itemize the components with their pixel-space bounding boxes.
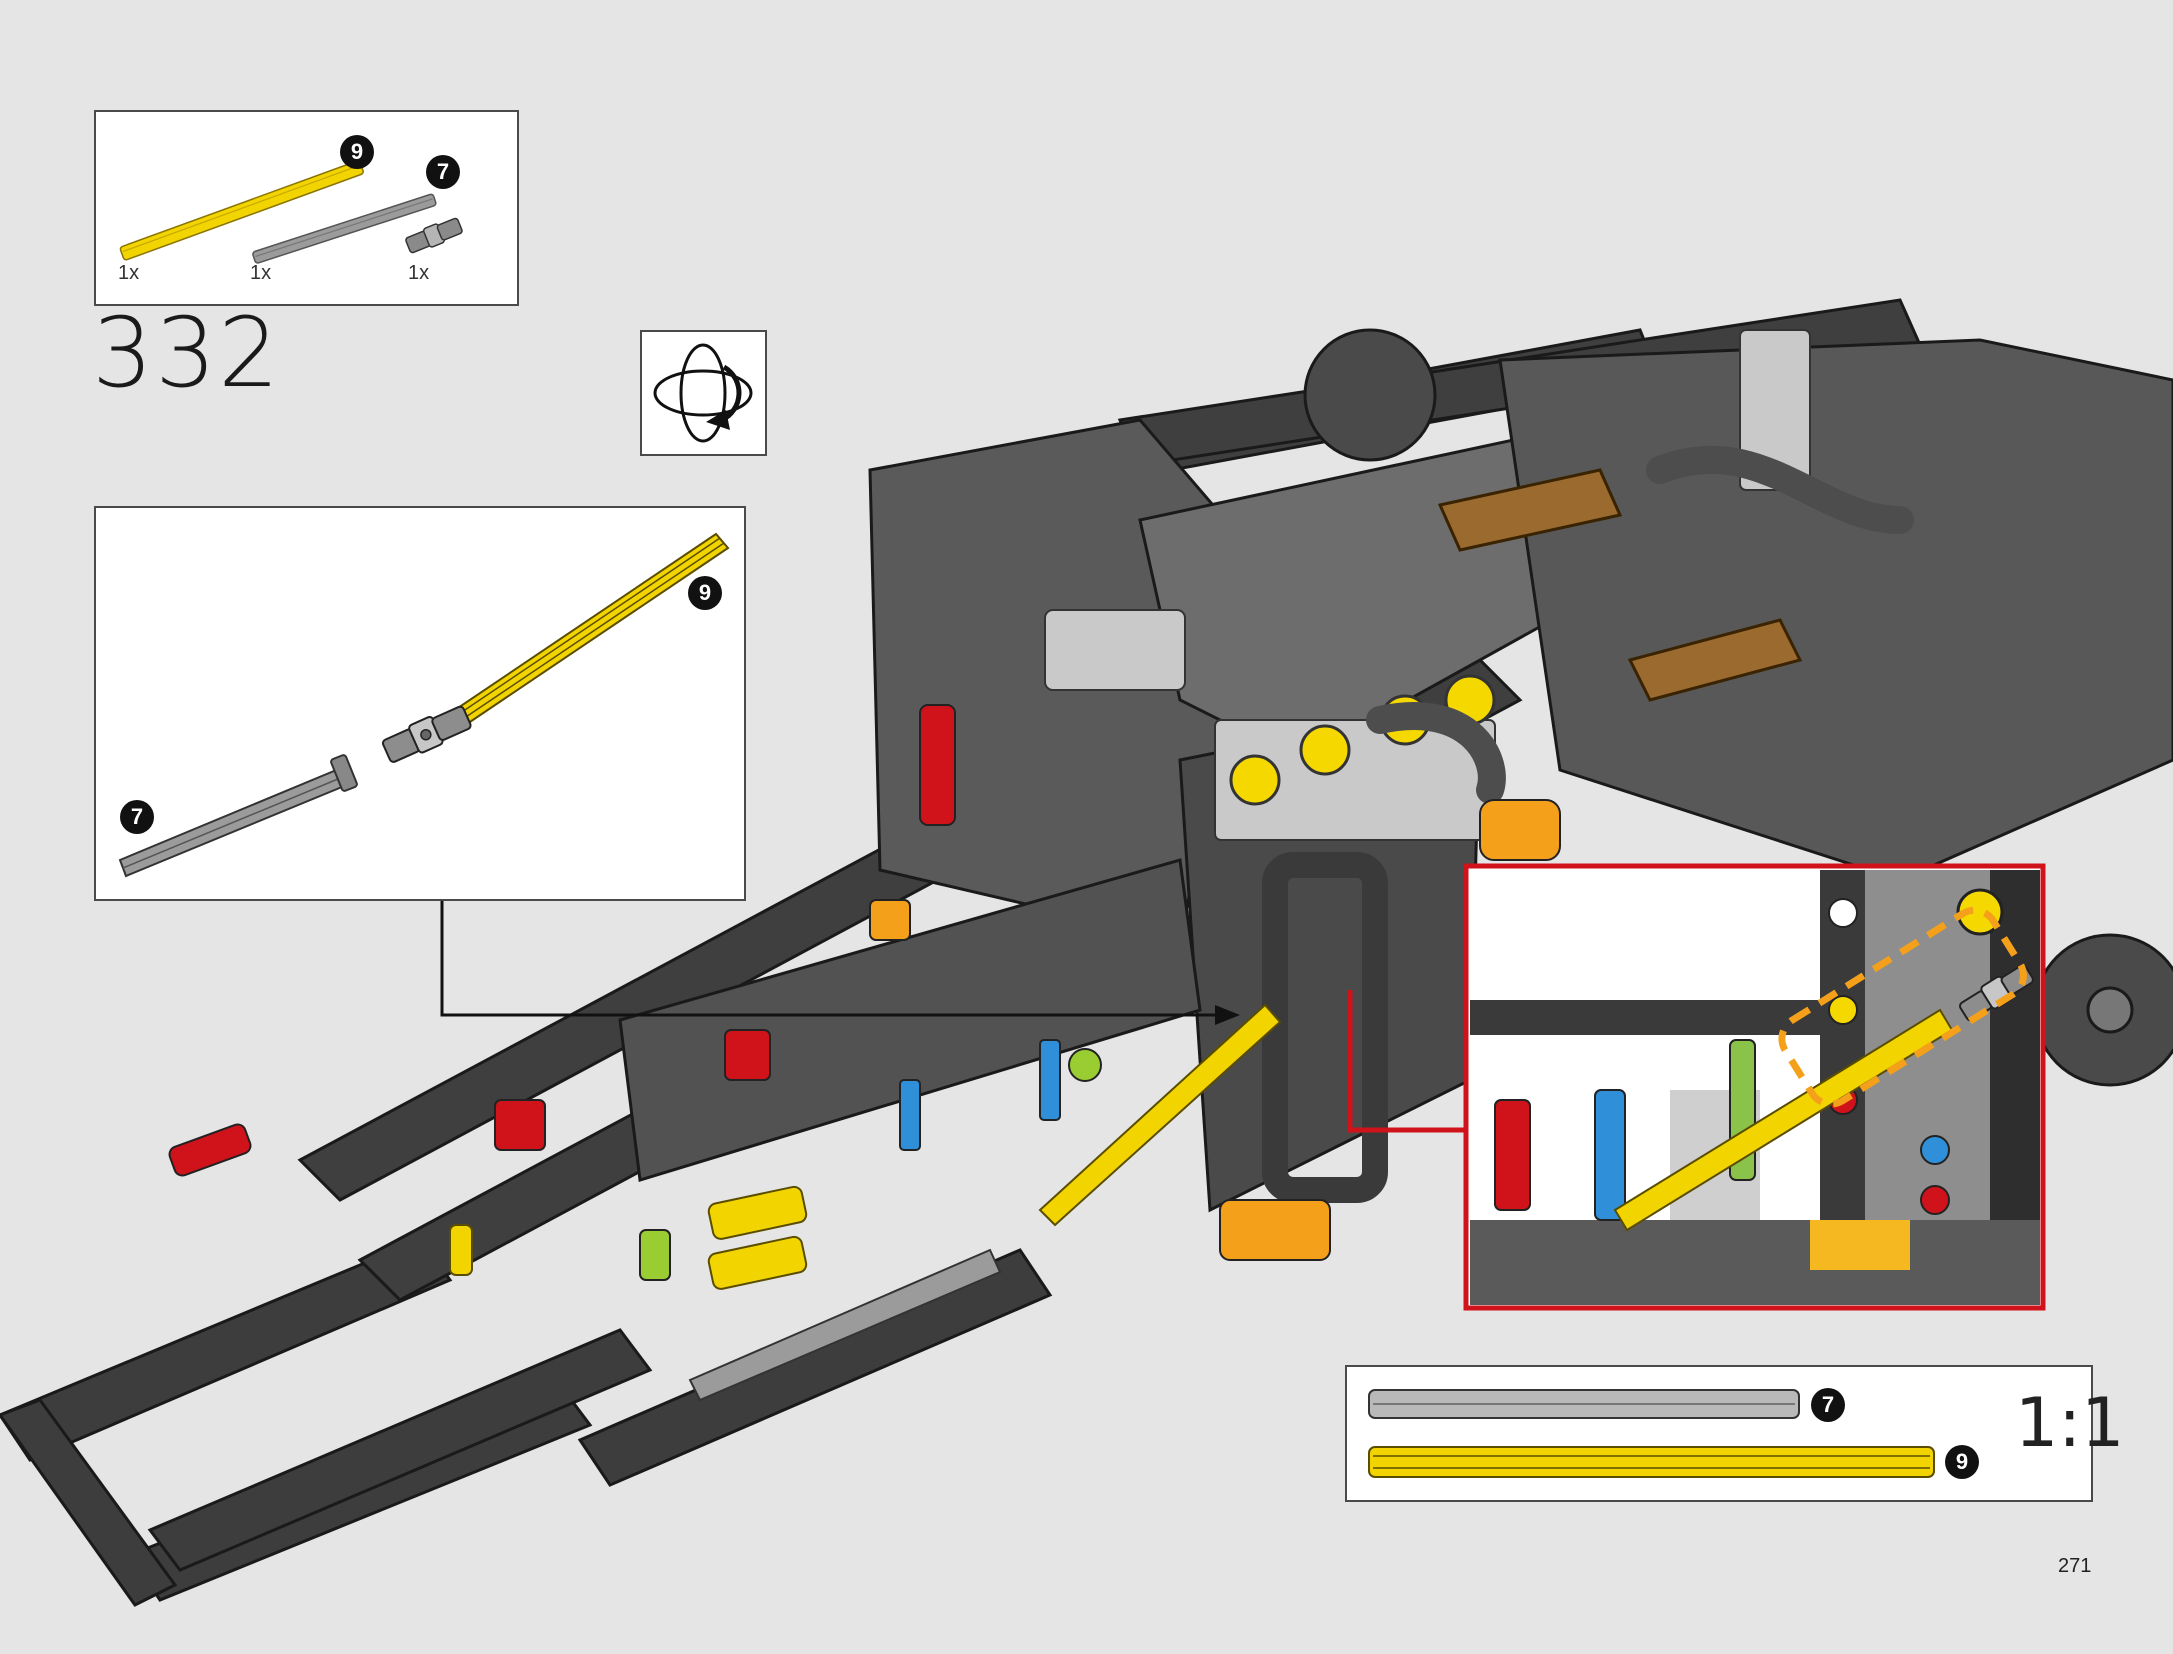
subassembly-drawing [118, 532, 730, 878]
parts-badge-gray-axle: 7 [426, 155, 460, 189]
accent-parts [168, 704, 1561, 1281]
scale-label: 1:1 [2015, 1384, 2125, 1463]
quantity-universal-joint: 1x [408, 262, 430, 284]
subassembly-gray-axle [118, 754, 358, 878]
zoom-callout-content [1470, 870, 2040, 1305]
subassembly-badge-gray-axle: 7 [120, 800, 154, 834]
engine-brown-covers [1437, 468, 1803, 702]
chassis-yellow-axles [449, 1003, 1282, 1290]
subassembly-badge-yellow-axle: 9 [688, 576, 722, 610]
universal-joint-part [405, 217, 463, 254]
rear-ladder-frame [0, 1238, 1053, 1607]
zoom-callout-connector [1347, 990, 1465, 1133]
subassembly-universal-joint [381, 705, 472, 763]
assembly-pointer [440, 901, 1240, 1025]
chassis-gray-axle [688, 1248, 1002, 1402]
ruler-badge-yellow-axle: 9 [1945, 1445, 1979, 1479]
scale-ruler-drawing [1368, 1389, 1935, 1478]
quantity-yellow-axle: 1x [118, 262, 140, 284]
subassembly-yellow-axle [444, 532, 730, 732]
wheel-hubs [1303, 328, 2173, 1087]
hoses [1366, 445, 1914, 804]
quantity-gray-axle: 1x [250, 262, 272, 284]
scale-ruler: 7 9 [1345, 1365, 2093, 1502]
parts-list-drawing [119, 160, 463, 264]
subassembly-callout: 9 7 [94, 506, 746, 901]
ruler-badge-gray-axle: 7 [1811, 1388, 1845, 1422]
zoom-highlight-dashed [1778, 906, 2027, 1108]
page-number: 271 [2058, 1555, 2092, 1577]
rotate-model-icon [653, 343, 753, 443]
ruler-yellow-axle [1368, 1446, 1935, 1478]
gray-axle-part [252, 193, 437, 264]
parts-list: 9 7 1x 1x 1x [94, 110, 519, 306]
parts-badge-yellow-axle: 9 [340, 135, 374, 169]
step-number: 332 [92, 297, 282, 409]
rotate-model-box [640, 330, 767, 456]
